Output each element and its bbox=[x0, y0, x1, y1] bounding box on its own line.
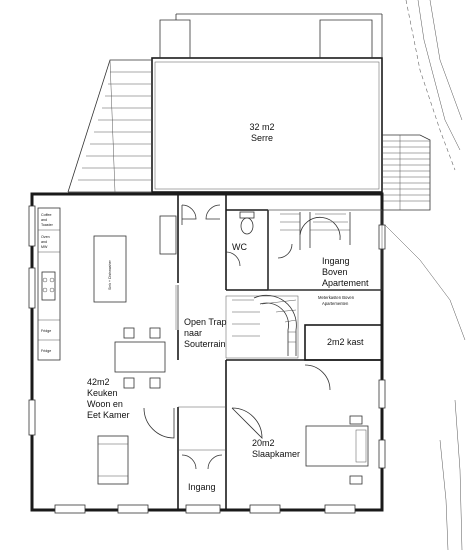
trap-label-1: Open Trap bbox=[184, 317, 227, 327]
stairs-upper bbox=[267, 209, 383, 291]
terrain-lines bbox=[384, 0, 466, 550]
coffee-label-1: Coffee bbox=[41, 213, 52, 217]
meterkasten-label-2: Apartementen bbox=[322, 301, 349, 306]
serre-name-label: Serre bbox=[251, 133, 273, 143]
trap-label-2: naar bbox=[184, 328, 202, 338]
coffee-label-2: and bbox=[41, 218, 47, 222]
ingang-boven-label-1: Ingang bbox=[322, 256, 350, 266]
keuken-name-label-2: Woon en bbox=[87, 399, 123, 409]
slaapkamer-area-label: 20m2 bbox=[252, 438, 275, 448]
sofa bbox=[97, 435, 129, 485]
bed bbox=[305, 415, 369, 485]
oven-label-2: and bbox=[41, 240, 47, 244]
windows bbox=[28, 205, 386, 514]
oven-label-1: Oven bbox=[41, 235, 50, 239]
keuken-name-label-3: Eet Kamer bbox=[87, 410, 130, 420]
kitchen-counter bbox=[37, 207, 61, 361]
slaapkamer-name-label: Slaapkamer bbox=[252, 449, 300, 459]
kast-label: 2m2 kast bbox=[327, 337, 364, 347]
stairs-right-exterior bbox=[382, 134, 431, 211]
serre-area-label: 32 m2 bbox=[249, 122, 274, 132]
oven-label-3: MW bbox=[41, 245, 48, 249]
toilet bbox=[239, 211, 255, 235]
serre-structure bbox=[151, 13, 383, 193]
doors bbox=[143, 204, 331, 470]
wc-label: WC bbox=[232, 242, 247, 252]
kitchen-island bbox=[93, 235, 127, 303]
fridge-label-1: Fridge bbox=[41, 329, 51, 333]
ingang-label: Ingang bbox=[188, 482, 216, 492]
sink-label: Sink + Dishwasher bbox=[108, 259, 112, 290]
keuken-name-label-1: Keuken bbox=[87, 388, 118, 398]
stairs-spiral bbox=[225, 294, 299, 359]
fridge-label-2: Fridge bbox=[41, 349, 51, 353]
coffee-label-3: Toaster bbox=[41, 223, 54, 227]
ingang-boven-label-3: Apartement bbox=[322, 278, 369, 288]
trap-label-3: Souterrain bbox=[184, 339, 226, 349]
ingang-boven-label-2: Boven bbox=[322, 267, 348, 277]
keuken-area-label: 42m2 bbox=[87, 377, 110, 387]
kitchen-cabinet bbox=[159, 215, 177, 255]
dining-table bbox=[114, 327, 166, 389]
stairs-left-exterior bbox=[67, 59, 152, 193]
meterkasten-label-1: Meterkasten Boven bbox=[318, 295, 355, 300]
